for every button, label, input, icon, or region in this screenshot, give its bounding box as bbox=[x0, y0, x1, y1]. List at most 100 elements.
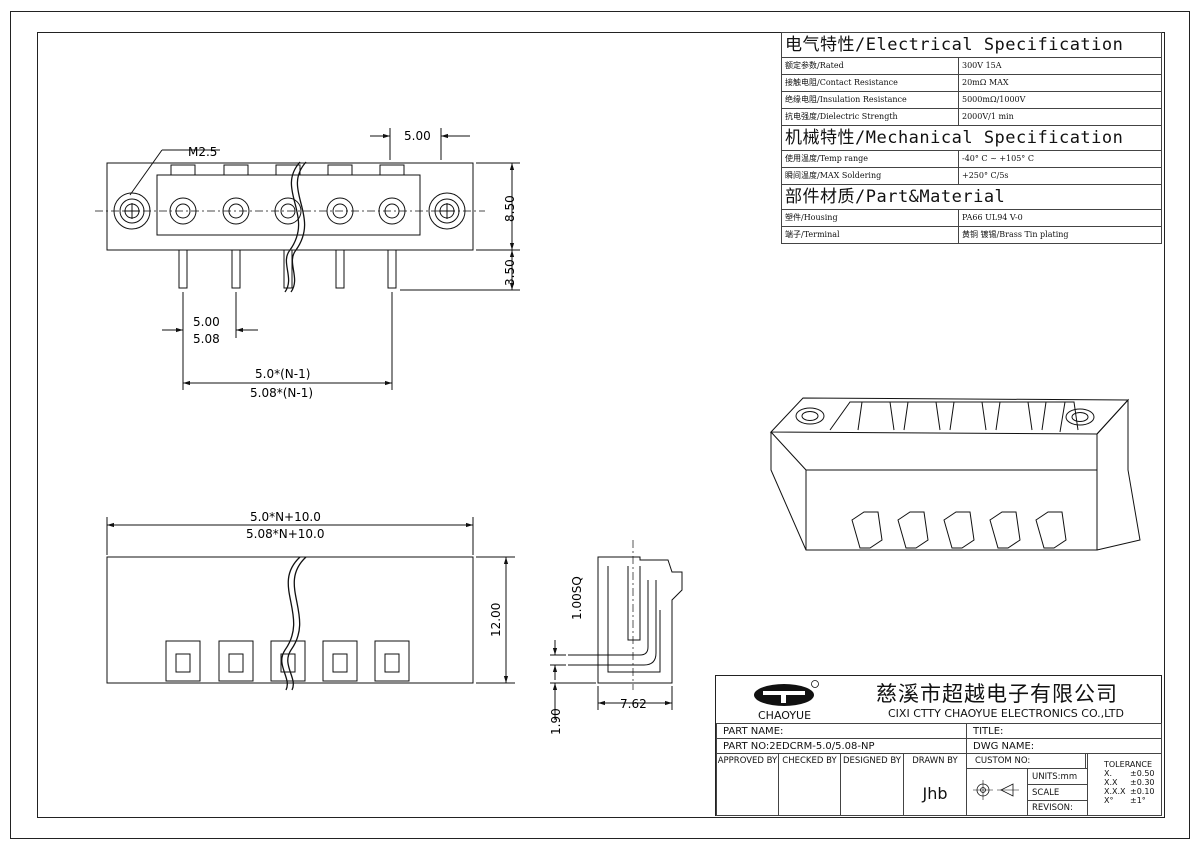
outer-frame bbox=[10, 11, 1190, 839]
terminal-opening bbox=[165, 640, 201, 682]
iso-tab bbox=[1041, 401, 1079, 431]
spec-key: 瞬间温度/MAX Soldering bbox=[781, 167, 959, 185]
spec-key: 抗电强度/Dielectric Strength bbox=[781, 108, 959, 126]
iso-view bbox=[769, 397, 1141, 551]
custom-no-label: CUSTOM NO: bbox=[975, 756, 1031, 766]
terminal-opening bbox=[374, 640, 410, 682]
title-cell: TITLE: bbox=[966, 723, 1162, 739]
housing-outline bbox=[106, 162, 474, 251]
company-name-en: CIXI CTTY CHAOYUE ELECTRONICS CO.,LTD bbox=[888, 707, 1124, 720]
terminal-opening bbox=[218, 640, 254, 682]
iso-pin bbox=[943, 511, 975, 549]
approved-label: APPROVED BY bbox=[717, 756, 778, 766]
terminal-slot bbox=[228, 653, 244, 673]
dim-p500: 5.00 bbox=[193, 315, 220, 329]
inner-frame bbox=[37, 32, 1165, 818]
mechanical-title: 机械特性/Mechanical Specification bbox=[781, 125, 1162, 151]
dim-1200: 12.00 bbox=[489, 603, 503, 637]
terminal-tab bbox=[170, 164, 196, 175]
part-no: PART NO:2EDCRM-5.0/5.08-NP bbox=[723, 741, 875, 752]
spec-value: 黄铜 镀锡/Brass Tin plating bbox=[958, 226, 1162, 244]
front-view bbox=[95, 128, 520, 390]
terminal-opening bbox=[270, 640, 306, 682]
dim-w1: 5.0*N+10.0 bbox=[250, 510, 321, 524]
checked-cell: CHECKED BY bbox=[778, 753, 841, 816]
scale-cell: SCALE bbox=[1027, 784, 1088, 801]
tol-value: ±0.50 bbox=[1130, 769, 1155, 778]
part-name-label: PART NAME: bbox=[723, 726, 784, 737]
part-no-cell: PART NO:2EDCRM-5.0/5.08-NP bbox=[716, 738, 967, 754]
dwg-name-cell: DWG NAME: bbox=[966, 738, 1162, 754]
iso-pin bbox=[897, 511, 929, 549]
checked-label: CHECKED BY bbox=[782, 756, 837, 766]
spec-key: 额定参数/Rated bbox=[781, 57, 959, 75]
terminal-slot bbox=[280, 653, 296, 673]
revision-label: REVISON: bbox=[1032, 803, 1073, 813]
iso-pin bbox=[851, 511, 883, 549]
spec-key: 绝缘电阻/Insulation Resistance bbox=[781, 91, 959, 109]
units-cell: UNITS:mm bbox=[1027, 768, 1088, 785]
iso-pin bbox=[989, 511, 1021, 549]
iso-tab bbox=[903, 401, 941, 431]
dim-850: 8.50 bbox=[503, 195, 517, 222]
spec-value: +250° C/5s bbox=[958, 167, 1162, 185]
dim-pitch-top: 5.00 bbox=[404, 129, 431, 143]
tol-value: ±1° bbox=[1130, 796, 1146, 805]
scale-label: SCALE bbox=[1032, 788, 1060, 798]
drawn-value: Jhb bbox=[922, 784, 948, 803]
spec-value: 2000V/1 min bbox=[958, 108, 1162, 126]
terminal-opening bbox=[322, 640, 358, 682]
bottom-housing bbox=[106, 556, 474, 684]
title-label: TITLE: bbox=[973, 726, 1004, 737]
tolerance-cell: TOLERANCE X.±0.50 X.X±0.30 X.X.X±0.10 X°… bbox=[1087, 753, 1162, 816]
logo-text: CHAOYUE bbox=[758, 709, 812, 722]
part-name-cell: PART NAME: bbox=[716, 723, 967, 739]
terminal-tab bbox=[379, 164, 405, 175]
spec-table: 电气特性/Electrical Specification 额定参数/Rated… bbox=[781, 32, 1162, 244]
drawn-label: DRAWN BY bbox=[912, 756, 958, 766]
tol-key: X. bbox=[1104, 769, 1113, 778]
designed-label: DESIGNED BY bbox=[843, 756, 901, 766]
spec-key: 塑件/Housing bbox=[781, 209, 959, 227]
spec-value: PA66 UL94 V-0 bbox=[958, 209, 1162, 227]
spec-value: 20mΩ MAX bbox=[958, 74, 1162, 92]
spec-value: 5000mΩ/1000V bbox=[958, 91, 1162, 109]
tol-key: X° bbox=[1104, 796, 1114, 805]
terminal-slot bbox=[332, 653, 348, 673]
company-name-cn: 慈溪市超越电子有限公司 bbox=[876, 682, 1118, 706]
custom-no-cell: CUSTOM NO: bbox=[966, 753, 1086, 769]
drawn-cell: DRAWN BY Jhb bbox=[903, 753, 967, 816]
tol-key: X.X bbox=[1104, 778, 1118, 787]
terminal-slot bbox=[175, 653, 191, 673]
terminal-tab bbox=[327, 164, 353, 175]
spec-key: 使用温度/Temp range bbox=[781, 150, 959, 168]
inner-frame-view bbox=[156, 174, 421, 236]
tol-value: ±0.10 bbox=[1130, 787, 1155, 796]
terminal-pin bbox=[178, 249, 188, 289]
bottom-view bbox=[106, 517, 515, 691]
dim-m25: M2.5 bbox=[188, 145, 217, 159]
tol-key: X.X.X bbox=[1104, 787, 1126, 796]
spec-value: -40° C ~ +105° C bbox=[958, 150, 1162, 168]
units-label: UNITS:mm bbox=[1032, 772, 1078, 782]
spec-key: 接触电阻/Contact Resistance bbox=[781, 74, 959, 92]
terminal-slot bbox=[384, 653, 400, 673]
terminal-pin bbox=[283, 249, 293, 289]
terminal-pin bbox=[387, 249, 397, 289]
dim-190: 1.90 bbox=[549, 708, 563, 735]
designed-cell: DESIGNED BY bbox=[840, 753, 904, 816]
terminal-pin bbox=[231, 249, 241, 289]
iso-tab bbox=[857, 401, 895, 431]
material-title: 部件材质/Part&Material bbox=[781, 184, 1162, 210]
spec-key: 端子/Terminal bbox=[781, 226, 959, 244]
tol-value: ±0.30 bbox=[1130, 778, 1155, 787]
dim-n1a: 5.0*(N-1) bbox=[255, 367, 310, 381]
iso-pin bbox=[1035, 511, 1067, 549]
projection-cell bbox=[966, 768, 1028, 816]
cross-section bbox=[550, 540, 683, 720]
electrical-title: 电气特性/Electrical Specification bbox=[781, 32, 1162, 58]
dim-350: 3.50 bbox=[503, 259, 517, 286]
projection-symbol-icon bbox=[973, 780, 1019, 800]
